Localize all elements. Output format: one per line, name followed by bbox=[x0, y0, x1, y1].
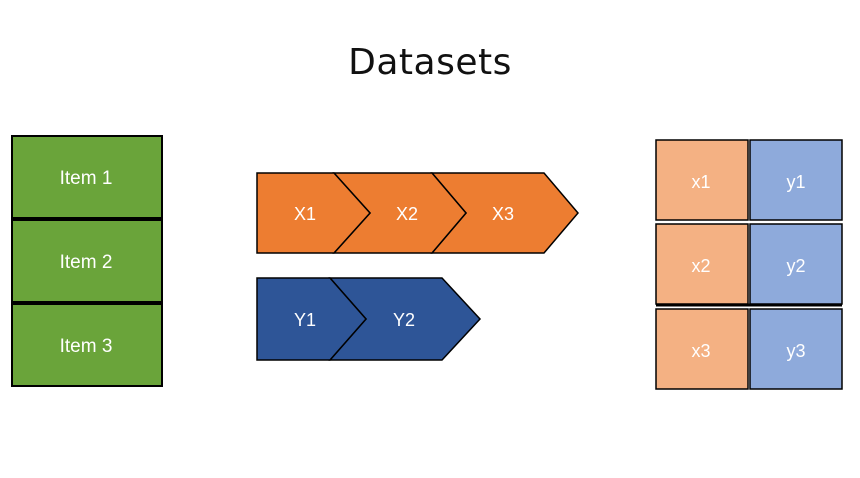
item-stack: Item 1 Item 2 Item 3 bbox=[11, 135, 163, 387]
y-label-1: Y1 bbox=[294, 310, 316, 330]
y-cell-label-1: y1 bbox=[786, 172, 805, 192]
x-cell-label-2: x2 bbox=[691, 256, 710, 276]
item-box-1: Item 1 bbox=[11, 135, 163, 219]
x-label-1: X1 bbox=[294, 204, 316, 224]
page-title: Datasets bbox=[348, 42, 512, 83]
paired-table: x1 y1 x2 y2 x3 y3 bbox=[655, 139, 843, 390]
y-cell-label-2: y2 bbox=[786, 256, 805, 276]
item-box-3: Item 3 bbox=[11, 303, 163, 387]
x-cell-1 bbox=[655, 139, 749, 221]
x-label-3: X3 bbox=[492, 204, 514, 224]
x-cell-3 bbox=[655, 308, 749, 390]
y-cell-2 bbox=[749, 223, 843, 305]
x-cell-2 bbox=[655, 223, 749, 305]
item-label-2: Item 2 bbox=[60, 252, 113, 273]
item-box-2: Item 2 bbox=[11, 219, 163, 303]
item-label-1: Item 1 bbox=[60, 168, 113, 189]
x-label-2: X2 bbox=[396, 204, 418, 224]
y-cell-3 bbox=[749, 308, 843, 390]
x-sequence: X1 X2 X3 bbox=[256, 172, 579, 254]
y-chevron-1 bbox=[256, 277, 367, 361]
item-label-3: Item 3 bbox=[60, 336, 113, 357]
y-cell-label-3: y3 bbox=[786, 341, 805, 361]
x-chevron-1 bbox=[256, 172, 372, 254]
y-cell-1 bbox=[749, 139, 843, 221]
y-label-2: Y2 bbox=[393, 310, 415, 330]
x-cell-label-3: x3 bbox=[691, 341, 710, 361]
y-sequence: Y1 Y2 bbox=[256, 277, 482, 361]
x-cell-label-1: x1 bbox=[691, 172, 710, 192]
